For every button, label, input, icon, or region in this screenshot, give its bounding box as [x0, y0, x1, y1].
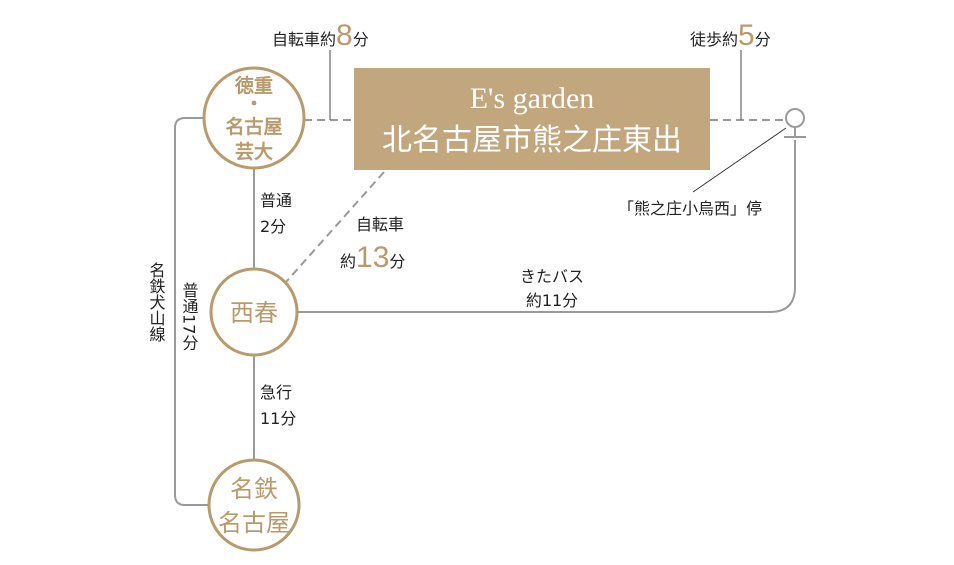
bus-stop-icon: [784, 108, 806, 138]
bus-stop-name: 「熊之庄小烏西」停: [618, 199, 762, 218]
meitetsu-inuyama-line: [174, 117, 210, 506]
station-label: 名古屋: [218, 509, 290, 537]
local-17-label: 普通17分: [180, 282, 199, 351]
local-2-time: 2分: [260, 217, 286, 236]
station-nishiharu: [209, 267, 299, 357]
bike-13-time: 約13分: [340, 241, 405, 274]
express-label: 急行: [260, 383, 292, 402]
destination-address: 北名古屋市熊之庄東出: [382, 123, 682, 158]
station-label: 西春: [230, 299, 278, 327]
station-label-dot: ・: [244, 93, 263, 115]
bus-label: きたバス: [520, 267, 584, 286]
local-2-label: 普通: [260, 191, 292, 210]
station-meitetsu-nagoya: [207, 458, 301, 552]
station-label: 徳重: [234, 74, 273, 97]
station-label: 名鉄: [230, 475, 278, 503]
destination-box: [354, 68, 710, 170]
line-name-label: 名鉄犬山線: [147, 262, 166, 342]
station-label: 名古屋: [225, 115, 282, 138]
bike-8-label: 自転車約8分: [272, 19, 369, 52]
walk-5-label: 徒歩約5分: [690, 19, 771, 52]
bus-route-line: [298, 140, 796, 313]
bus-stop-leader: [692, 127, 787, 193]
dashed-bike-diagonal: [285, 171, 385, 283]
station-label: 芸大: [235, 140, 273, 163]
bike-13-label: 自転車: [356, 215, 404, 234]
bus-time: 約11分: [526, 291, 578, 310]
express-time: 11分: [260, 409, 296, 428]
station-tokushige: [202, 66, 306, 170]
destination-name: E's garden: [470, 82, 595, 115]
